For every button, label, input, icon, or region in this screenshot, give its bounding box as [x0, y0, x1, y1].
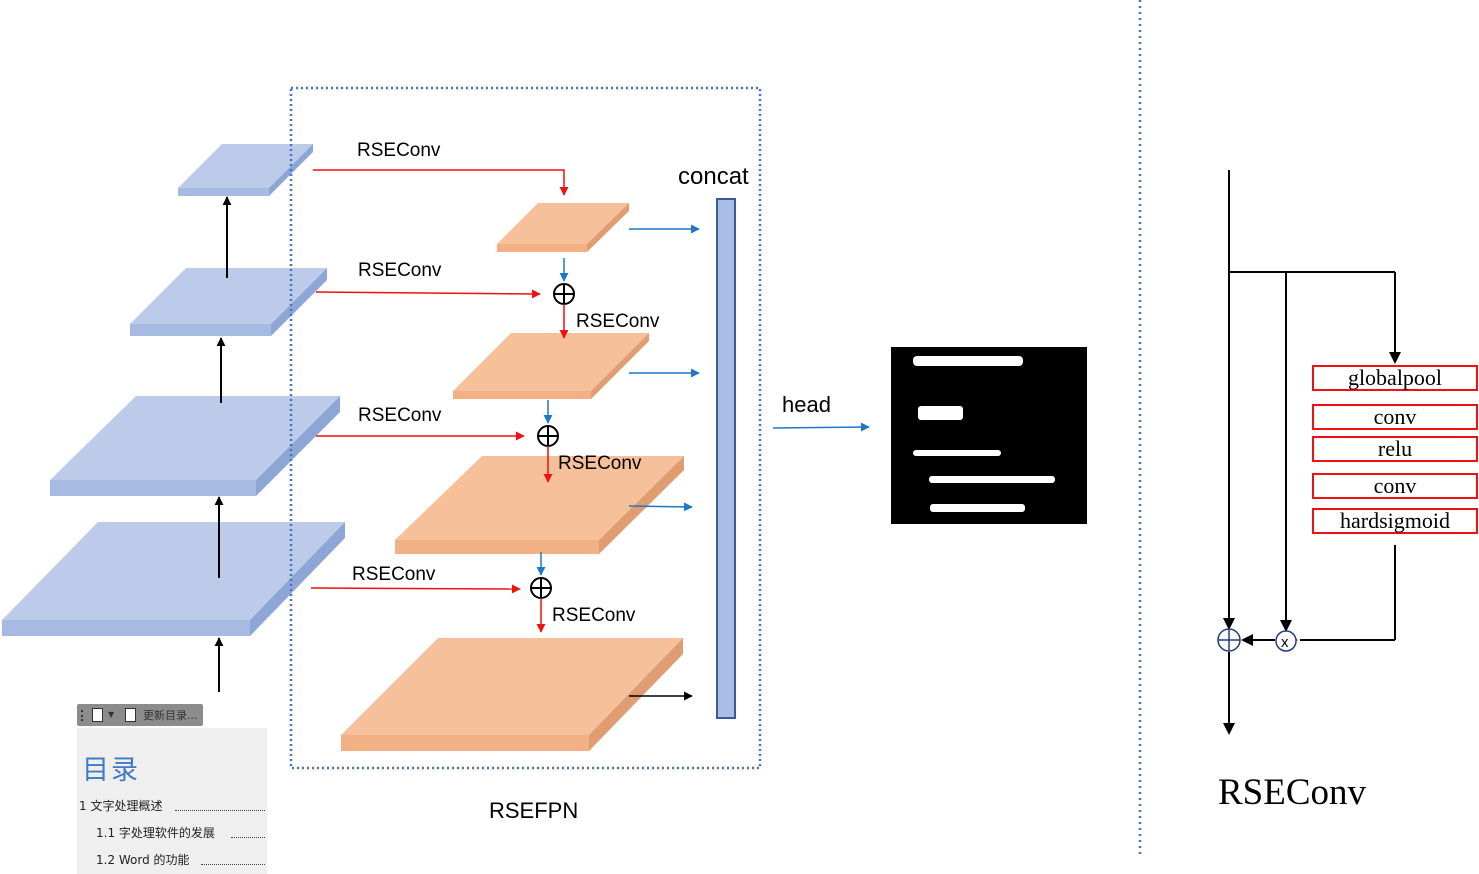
rseconv-add-node: [1217, 628, 1241, 652]
toc-leader-2: [231, 837, 265, 838]
add-node-1: [553, 283, 575, 305]
rseconv-block-hardsigmoid-label: hardsigmoid: [1340, 508, 1450, 533]
toc-page: 目录 1 文字处理概述 1.1 字处理软件的发展 1.2 Word 的功能: [77, 728, 267, 874]
backbone-level-1: [178, 144, 313, 196]
rseconv-block-globalpool-label: globalpool: [1348, 365, 1442, 390]
lateral-arrow-1: [313, 169, 569, 196]
rseconv-block-relu-box: [1312, 436, 1478, 462]
arrowhead-multiply-to-add: [1241, 634, 1253, 646]
page-icon[interactable]: [92, 708, 103, 722]
concat-label: concat: [678, 163, 749, 190]
rsefpn-label: RSEFPN: [489, 798, 578, 823]
toolbar-grip-icon: [81, 710, 86, 721]
toc-entry-3[interactable]: 1.2 Word 的功能: [96, 853, 190, 867]
fpn-level-1: [497, 203, 629, 252]
backbone-level-4: [2, 522, 345, 636]
merge-label-1: RSEConv: [576, 311, 660, 332]
concat-bar: [716, 198, 736, 719]
rseconv-block-conv-label: conv: [1374, 473, 1417, 498]
toc-toolbar: ▼ 更新目录...: [77, 704, 203, 726]
fpn-level-2: [453, 333, 649, 399]
document-thumbnail: ▼ 更新目录... 目录 1 文字处理概述 1.1 字处理软件的发展 1.2 W…: [77, 704, 267, 874]
toc-leader-1: [175, 810, 265, 811]
multiply-symbol: x: [1281, 634, 1289, 651]
lateral-label-2: RSEConv: [358, 260, 442, 281]
lateral-label-3: RSEConv: [358, 405, 442, 426]
merge-label-2: RSEConv: [558, 453, 642, 474]
head-arrow: [772, 422, 870, 432]
head-label: head: [782, 392, 831, 417]
update-toc-icon[interactable]: [125, 708, 136, 722]
rseconv-block-conv-label: conv: [1374, 404, 1417, 429]
add-node-3: [530, 577, 552, 599]
fpn-level-4: [341, 638, 683, 751]
add-node-2: [537, 425, 559, 447]
backbone-level-3: [50, 396, 340, 496]
toc-heading: 目录: [82, 755, 140, 786]
rseconv-block-hardsigmoid-box: [1312, 508, 1478, 534]
toc-entry-1[interactable]: 1 文字处理概述: [79, 799, 163, 813]
arrowhead-output: [1223, 723, 1235, 735]
arrowhead-to-multiply: [1280, 620, 1292, 632]
output-map: [891, 347, 1087, 524]
merge-label-3: RSEConv: [552, 605, 636, 626]
rseconv-block-stack: globalpool conv relu conv hardsigmoid: [1312, 365, 1478, 534]
update-toc-button[interactable]: 更新目录...: [143, 709, 198, 722]
chevron-down-icon[interactable]: ▼: [108, 710, 115, 719]
rseconv-block-conv-box: [1312, 404, 1478, 430]
backbone-level-2: [130, 268, 327, 336]
lateral-label-4: RSEConv: [352, 564, 436, 585]
arrowhead-to-add: [1223, 618, 1235, 630]
arrowhead-to-globalpool: [1389, 352, 1401, 364]
lateral-label-1: RSEConv: [357, 140, 441, 161]
toc-leader-3: [201, 864, 265, 865]
to-concat-arrow-3: [628, 502, 693, 512]
rseconv-title: RSEConv: [1218, 772, 1367, 813]
toc-entry-2[interactable]: 1.1 字处理软件的发展: [96, 826, 215, 840]
rseconv-block-relu-label: relu: [1378, 436, 1412, 461]
lateral-arrow-2: [315, 289, 541, 299]
rseconv-multiply-node: x: [1275, 630, 1297, 652]
fpn-level-3: [395, 456, 684, 554]
rseconv-block-globalpool-box: [1312, 365, 1478, 391]
lateral-arrow-4: [310, 584, 521, 594]
rseconv-diagram: [1228, 170, 1396, 728]
rseconv-block-conv-box: [1312, 473, 1478, 499]
